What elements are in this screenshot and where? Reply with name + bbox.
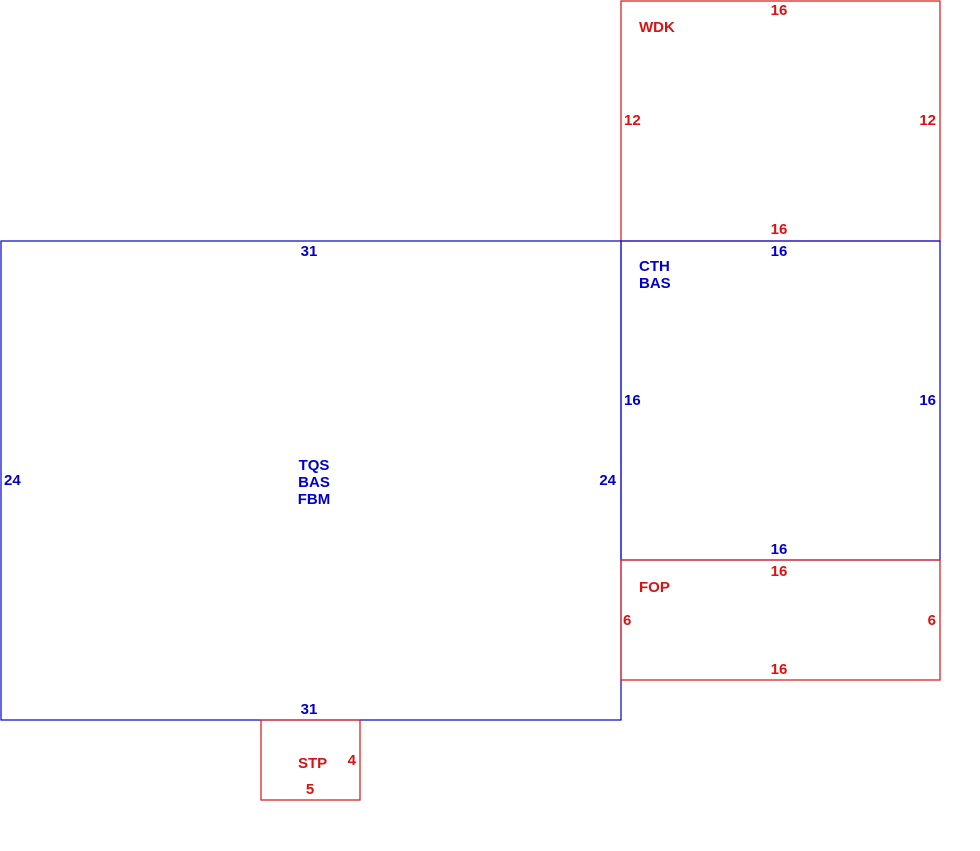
cth-code-2: BAS [639,275,671,292]
cth-code-1: CTH [639,258,670,275]
tqs-left-dimension: 24 [4,472,21,489]
cth-top-dimension: 16 [771,243,788,260]
tqs-right-dimension: 24 [599,472,616,489]
wdk-code: WDK [639,19,675,36]
tqs-code-3: FBM [298,491,331,508]
cth-right-dimension: 16 [919,392,936,409]
stp-bottom-dimension: 5 [306,781,314,798]
cth-left-dimension: 16 [624,392,641,409]
area-fop: 16 FOP 6 6 16 [620,559,941,681]
wdk-outline [620,0,941,242]
stp-right-dimension: 4 [348,752,357,769]
cth-bottom-dimension: 16 [771,541,788,558]
area-cth: 16 CTH BAS 16 16 16 [620,240,941,561]
fop-top-dimension: 16 [771,563,788,580]
area-stp: STP 4 5 [260,719,361,801]
area-tqs: 31 24 24 31 TQS BAS FBM [0,240,622,721]
fop-bottom-dimension: 16 [771,661,788,678]
fop-left-dimension: 6 [623,612,631,629]
wdk-top-dimension: 16 [771,2,788,19]
wdk-right-dimension: 12 [919,112,936,129]
stp-outline [260,719,361,801]
tqs-code-1: TQS [299,457,330,474]
wdk-left-dimension: 12 [624,112,641,129]
tqs-top-dimension: 31 [301,243,318,260]
fop-right-dimension: 6 [928,612,936,629]
tqs-bottom-dimension: 31 [301,701,318,718]
fop-outline [620,559,941,681]
fop-code: FOP [639,579,670,596]
stp-code: STP [298,755,327,772]
wdk-bottom-dimension: 16 [771,221,788,238]
area-wdk: WDK 16 12 12 16 [620,0,941,242]
tqs-code-2: BAS [298,474,330,491]
